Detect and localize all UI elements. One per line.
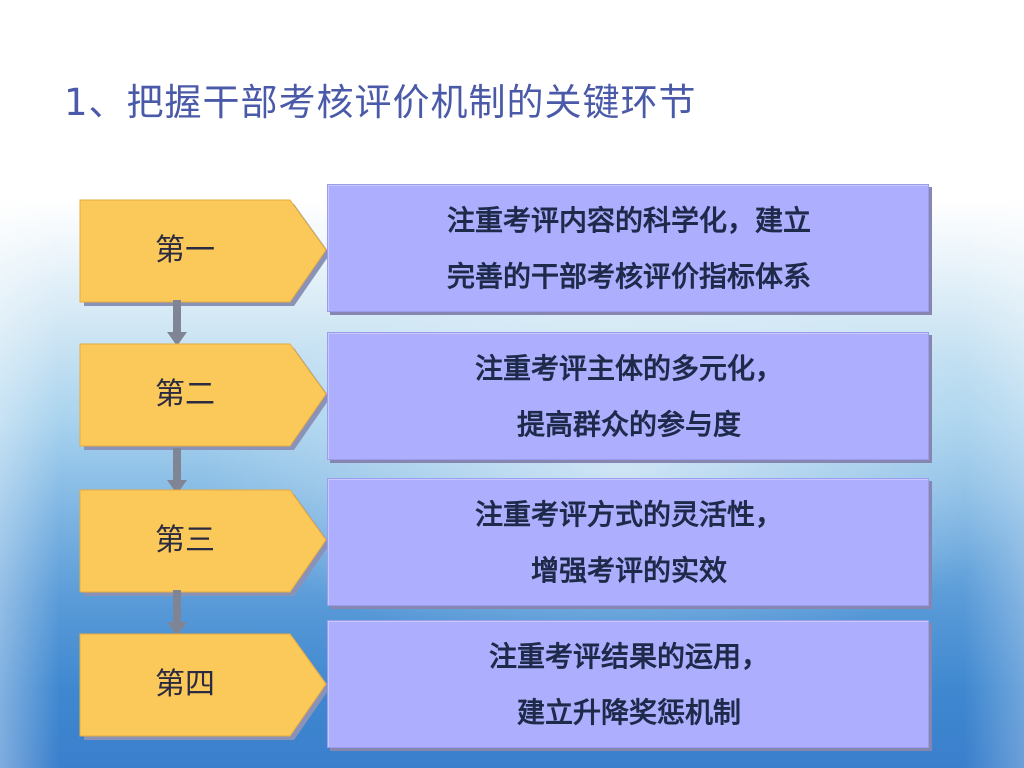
step-1-description-line-2: 完善的干部考核评价指标体系 [446, 260, 811, 293]
step-4-description-card: 注重考评结果的运用， 建立升降奖惩机制 [327, 620, 929, 748]
background-fade-right [964, 200, 1024, 768]
step-3: 第三 [79, 489, 330, 596]
step-4-arrow-shape [79, 633, 330, 740]
connector-arrow-2 [167, 448, 187, 494]
background-fade-left [0, 200, 60, 768]
step-1-label: 第一 [155, 233, 215, 268]
step-2-description-line-2: 提高群众的参与度 [516, 408, 741, 441]
connector-arrow-3 [167, 590, 187, 636]
step-1-description-line-1: 注重考评内容的科学化，建立 [446, 204, 811, 237]
step-1-arrow-shape [79, 199, 330, 306]
step-2-label: 第二 [155, 377, 215, 412]
step-4-description-line-1: 注重考评结果的运用， [488, 640, 769, 673]
step-1-description-card: 注重考评内容的科学化，建立 完善的干部考核评价指标体系 [327, 184, 929, 312]
step-4: 第四 [79, 633, 330, 740]
step-3-description-line-2: 增强考评的实效 [530, 554, 727, 587]
step-4-description-line-2: 建立升降奖惩机制 [516, 696, 741, 729]
step-3-label: 第三 [155, 523, 215, 558]
step-4-label: 第四 [155, 667, 215, 702]
step-3-arrow-shape [79, 489, 330, 596]
step-2-description-card: 注重考评主体的多元化， 提高群众的参与度 [327, 332, 929, 460]
step-2: 第二 [79, 343, 330, 450]
slide-title: 1、把握干部考核评价机制的关键环节 [64, 81, 697, 124]
connector-arrow-1 [167, 300, 187, 346]
step-1: 第一 [79, 199, 330, 306]
step-2-arrow-shape [79, 343, 330, 450]
step-3-description-card: 注重考评方式的灵活性， 增强考评的实效 [327, 478, 929, 606]
step-3-description-line-1: 注重考评方式的灵活性， [474, 498, 783, 531]
step-2-description-line-1: 注重考评主体的多元化， [474, 352, 783, 385]
